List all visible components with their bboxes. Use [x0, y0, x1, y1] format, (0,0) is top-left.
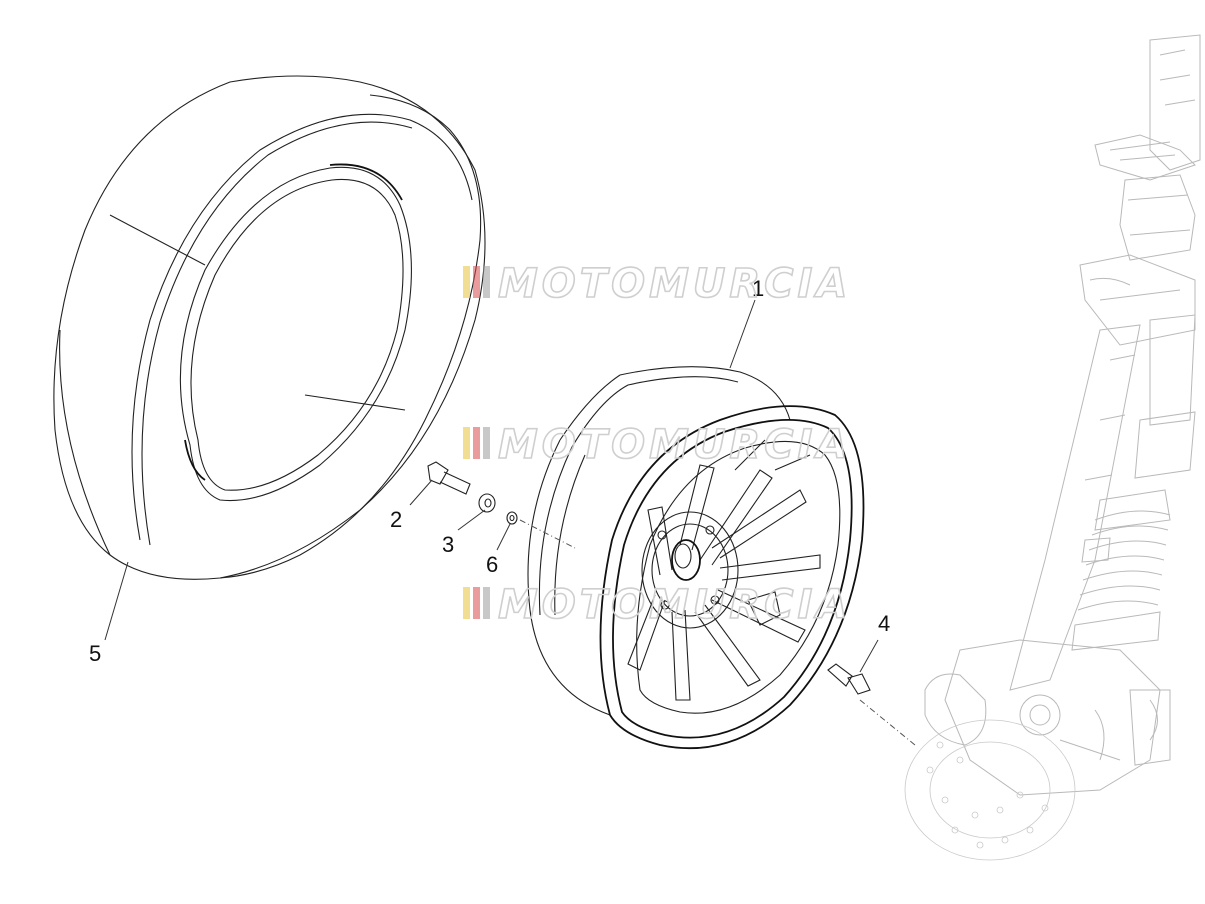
front-fork-assembly: [904, 34, 1201, 861]
part-label-3: 3: [442, 532, 454, 557]
svg-text:MOTOMURCIA: MOTOMURCIA: [498, 582, 851, 628]
leader-line-6: [496, 523, 511, 551]
leader-line-3: [457, 509, 486, 531]
leader-line-5: [104, 561, 129, 641]
axis-line-hub: [519, 519, 576, 549]
watermark-middle: MOTOMURCIA: [463, 421, 851, 469]
part-label-1: 1: [752, 276, 764, 301]
part-label-6: 6: [486, 552, 498, 577]
leader-line-2: [409, 479, 433, 506]
tyre: [53, 75, 486, 580]
wheel-bolt: [427, 461, 471, 495]
watermark-bottom: MOTOMURCIA: [463, 581, 851, 629]
svg-text:MOTOMURCIA: MOTOMURCIA: [498, 261, 851, 307]
part-label-5: 5: [89, 641, 101, 666]
leader-line-1: [729, 299, 756, 369]
wheel-rim: [527, 366, 865, 750]
part-label-2: 2: [390, 507, 402, 532]
tyre-valve: [827, 663, 871, 695]
svg-text:MOTOMURCIA: MOTOMURCIA: [498, 422, 851, 468]
watermark-top: MOTOMURCIA: [463, 260, 851, 308]
washer: [478, 493, 496, 513]
leader-line-4: [859, 639, 879, 673]
axis-line-valve: [859, 699, 916, 746]
part-label-4: 4: [878, 611, 890, 636]
small-washer: [506, 511, 518, 525]
